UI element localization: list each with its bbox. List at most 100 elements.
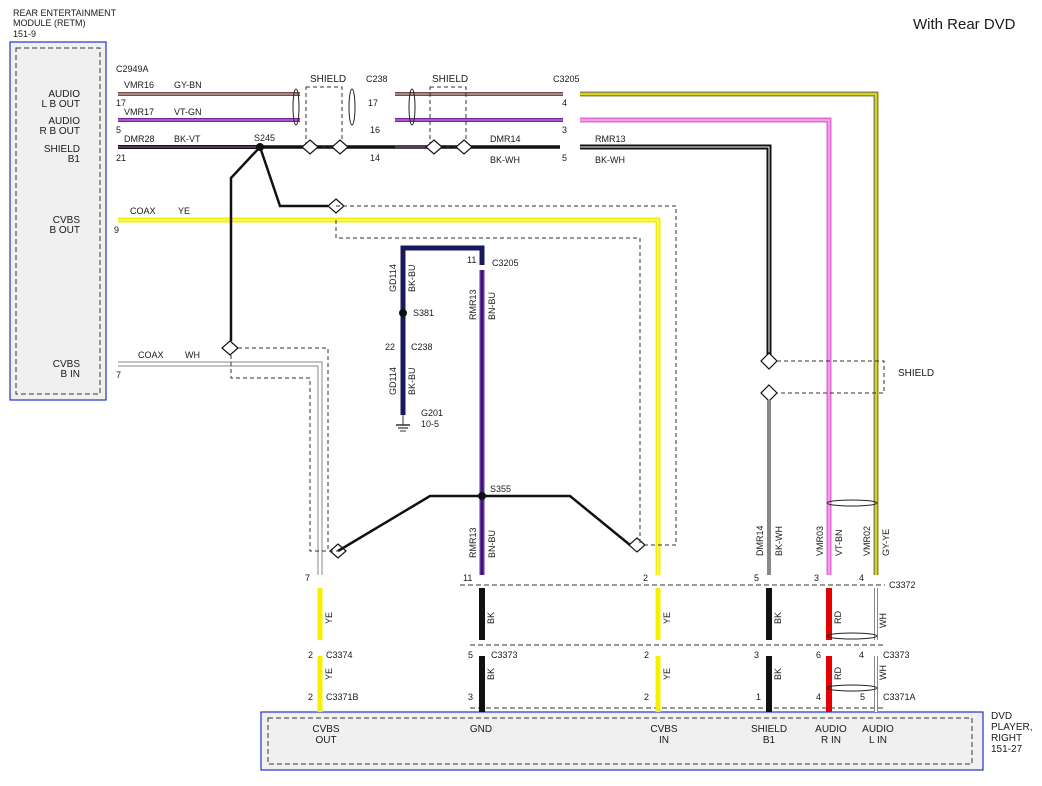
dvd-pin-cvbs-out-l2: OUT [315,735,336,746]
label-rmr13-upper: RMR13 [468,289,478,320]
c3372-pin-5: 5 [754,573,759,583]
audio-lb-wire [118,91,879,575]
diagram-title: With Rear DVD [913,16,1016,33]
c238-pin-22: 22 [385,342,395,352]
dvd-player-module: DVD PLAYER, RIGHT 151-27 CVBS OUT GND CV… [260,711,1033,771]
wire-color-bk-vt: BK-VT [174,134,201,144]
c3372-pin-3: 3 [814,573,819,583]
c3205-pin-3: 3 [562,125,567,135]
wire-rmr13-top-color: BK-WH [595,155,625,165]
label-vmr03: VMR03 [815,526,825,556]
dvd-pin-audio-r-l1: AUDIO [815,724,847,735]
connector-c3374: C3374 [326,650,353,660]
retm-pin-audio-rb-l2: R B OUT [39,126,80,137]
c3205-pin-5: 5 [562,153,567,163]
harness-bk-3: BK [773,612,783,624]
wire-color-wh-in: WH [185,350,200,360]
s245-drain-to-cvbs-out [258,146,328,208]
dvd-pin-audio-r-l2: R IN [821,735,841,746]
wire-rmr13-top: RMR13 [595,134,626,144]
label-gd114-top-color: BK-BU [407,264,417,292]
harness-wh-1: WH [878,613,888,628]
c3372-pin-4: 4 [859,573,864,583]
connector-c2949a: C2949A [116,64,149,74]
wire-vmr17: VMR17 [124,107,154,117]
dvd-title-line1: DVD [991,711,1012,722]
retm-module: REAR ENTERTAINMENT MODULE (RETM) 151-9 A… [9,8,117,401]
connector-lines [460,584,885,709]
wire-vmr16: VMR16 [124,80,154,90]
connector-c3371b: C3371B [326,692,359,702]
c3372-pin-11: 11 [463,573,472,583]
c3372-pin-2: 2 [643,573,648,583]
shield-label-2: SHIELD [432,74,468,85]
label-rmr13-upper-color: BN-BU [487,292,497,320]
wire-dmr28: DMR28 [124,134,155,144]
pin-9: 9 [114,225,119,235]
retm-title-line2: MODULE (RETM) [13,18,86,28]
dvd-pin-cvbs-in-l1: CVBS [650,724,678,735]
label-vmr02: VMR02 [862,526,872,556]
connector-c238-mid: C238 [411,342,433,352]
label-gd114-bot-color: BK-BU [407,367,417,395]
shield-box-right [777,360,885,394]
dvd-pin-cvbs-in-l2: IN [659,735,669,746]
s245-drain-to-cvbs-in [229,146,261,341]
retm-pin-cvbs-out-l2: B OUT [49,225,80,236]
harness-segments [317,588,878,712]
shield-twists-top [292,88,416,126]
s355-drain-lines [337,494,631,553]
dvd-title-line2: PLAYER, [991,722,1033,733]
dvd-pin-gnd: GND [470,724,492,735]
cvbs-out-coax [118,205,677,575]
ground-g201: G201 [421,408,443,418]
c3373-pin-3: 3 [754,650,759,660]
label-rmr13-lower-color: BN-BU [487,530,497,558]
c238-pin-17a: 17 [368,98,378,108]
dvd-pin-cvbs-out-l1: CVBS [312,724,340,735]
retm-pin-shield-l1: SHIELD [44,144,80,155]
twist-top [826,499,878,507]
dvd-ref: 151-27 [991,744,1023,755]
c3373-pin-4: 4 [859,650,864,660]
retm-pin-shield-l2: B1 [68,154,81,165]
connector-c3205-top: C3205 [553,74,580,84]
ground-circuit [396,245,486,575]
harness-wh-2: WH [878,665,888,680]
c3371-pin-5: 5 [860,692,865,702]
c238-pin-14: 14 [370,153,380,163]
wire-color-gy-bn: GY-BN [174,80,202,90]
dvd-pin-shield-l2: B1 [763,735,776,746]
ground-ref: 10-5 [421,419,439,429]
shield-label-1: SHIELD [310,74,346,85]
c3372-pin-7: 7 [305,573,310,583]
audio-rb-wire [118,117,832,575]
cvbs-in-coax [118,347,338,575]
label-vmr02-color: GY-YE [881,529,891,556]
c3374-pin-2: 2 [308,650,313,660]
label-vmr03-color: VT-BN [834,529,844,556]
harness-rd-2: RD [833,667,843,680]
c3373-pin-6: 6 [816,650,821,660]
c3371-pin-1: 1 [756,692,761,702]
wire-coax-in: COAX [138,350,164,360]
pin-5: 5 [116,125,121,135]
c3373-pin-2: 2 [644,650,649,660]
wire-color-vt-gn: VT-GN [174,107,202,117]
label-gd114-top: GD114 [388,264,398,292]
connector-c3373-left: C3373 [491,650,518,660]
c3371-pin-2b: 2 [644,692,649,702]
shield-label-3: SHIELD [898,368,934,379]
dvd-pin-audio-l-l2: L IN [869,735,887,746]
c238-pin-16: 16 [370,125,380,135]
harness-bk-2: BK [486,668,496,680]
retm-pin-cvbs-in-l1: CVBS [53,359,81,370]
pin-21: 21 [116,153,126,163]
retm-pin-audio-rb-l1: AUDIO [48,116,80,127]
dvd-pin-shield-l1: SHIELD [751,724,787,735]
dvd-pin-audio-l-l1: AUDIO [862,724,894,735]
harness-bk-4: BK [773,668,783,680]
connector-c3205-mid: C3205 [492,258,519,268]
splice-s381: S381 [413,308,434,318]
retm-pin-audio-lb-l1: AUDIO [48,89,80,100]
